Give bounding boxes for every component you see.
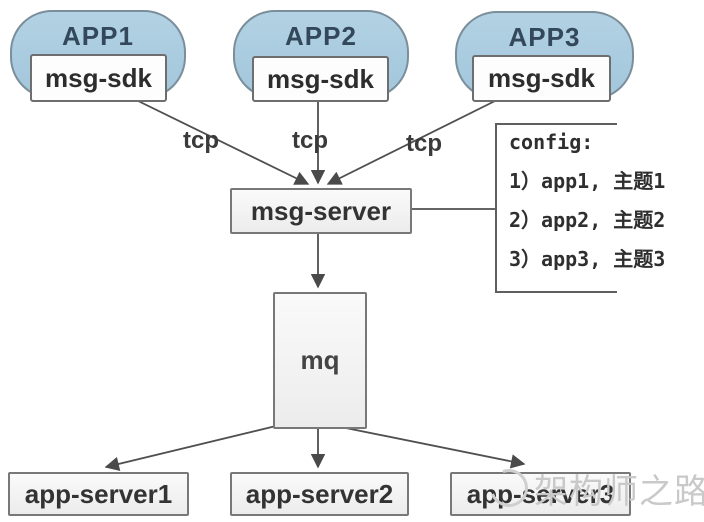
app1-label: APP1 — [62, 21, 134, 51]
node-mq: mq — [273, 292, 367, 429]
config-title: config: — [509, 130, 594, 154]
connector-mq-to-app-server3 — [335, 425, 526, 469]
tcp-label-2: tcp — [292, 127, 328, 154]
node-msg-server: msg-server — [230, 188, 412, 234]
config-line-3: 3）app3, 主题3 — [509, 247, 666, 271]
config-note-top-edge — [497, 123, 617, 125]
app3-label: APP3 — [508, 22, 581, 52]
connector-sdk1-to-msg-server — [129, 96, 310, 185]
connector-sdk3-to-msg-server — [326, 96, 504, 185]
node-app-server2: app-server2 — [230, 472, 409, 516]
app2-msg-sdk-box: msg-sdk — [252, 56, 389, 102]
config-line-1: 1）app1, 主题1 — [509, 169, 666, 193]
app2-label: APP2 — [285, 21, 357, 51]
node-app-server3: app-server3 — [450, 472, 631, 516]
config-note-bottom-edge — [497, 291, 617, 293]
app1-msg-sdk-box: msg-sdk — [30, 54, 167, 102]
node-app-server1: app-server1 — [8, 472, 189, 516]
config-line-2: 2）app2, 主题2 — [509, 208, 666, 232]
app3-msg-sdk-box: msg-sdk — [472, 55, 611, 102]
tcp-label-1: tcp — [183, 127, 219, 154]
config-note: config: 1）app1, 主题1 2）app2, 主题2 3）app3, … — [495, 123, 704, 293]
connector-mq-to-app-server1 — [104, 425, 277, 471]
tcp-label-3: tcp — [406, 130, 442, 157]
